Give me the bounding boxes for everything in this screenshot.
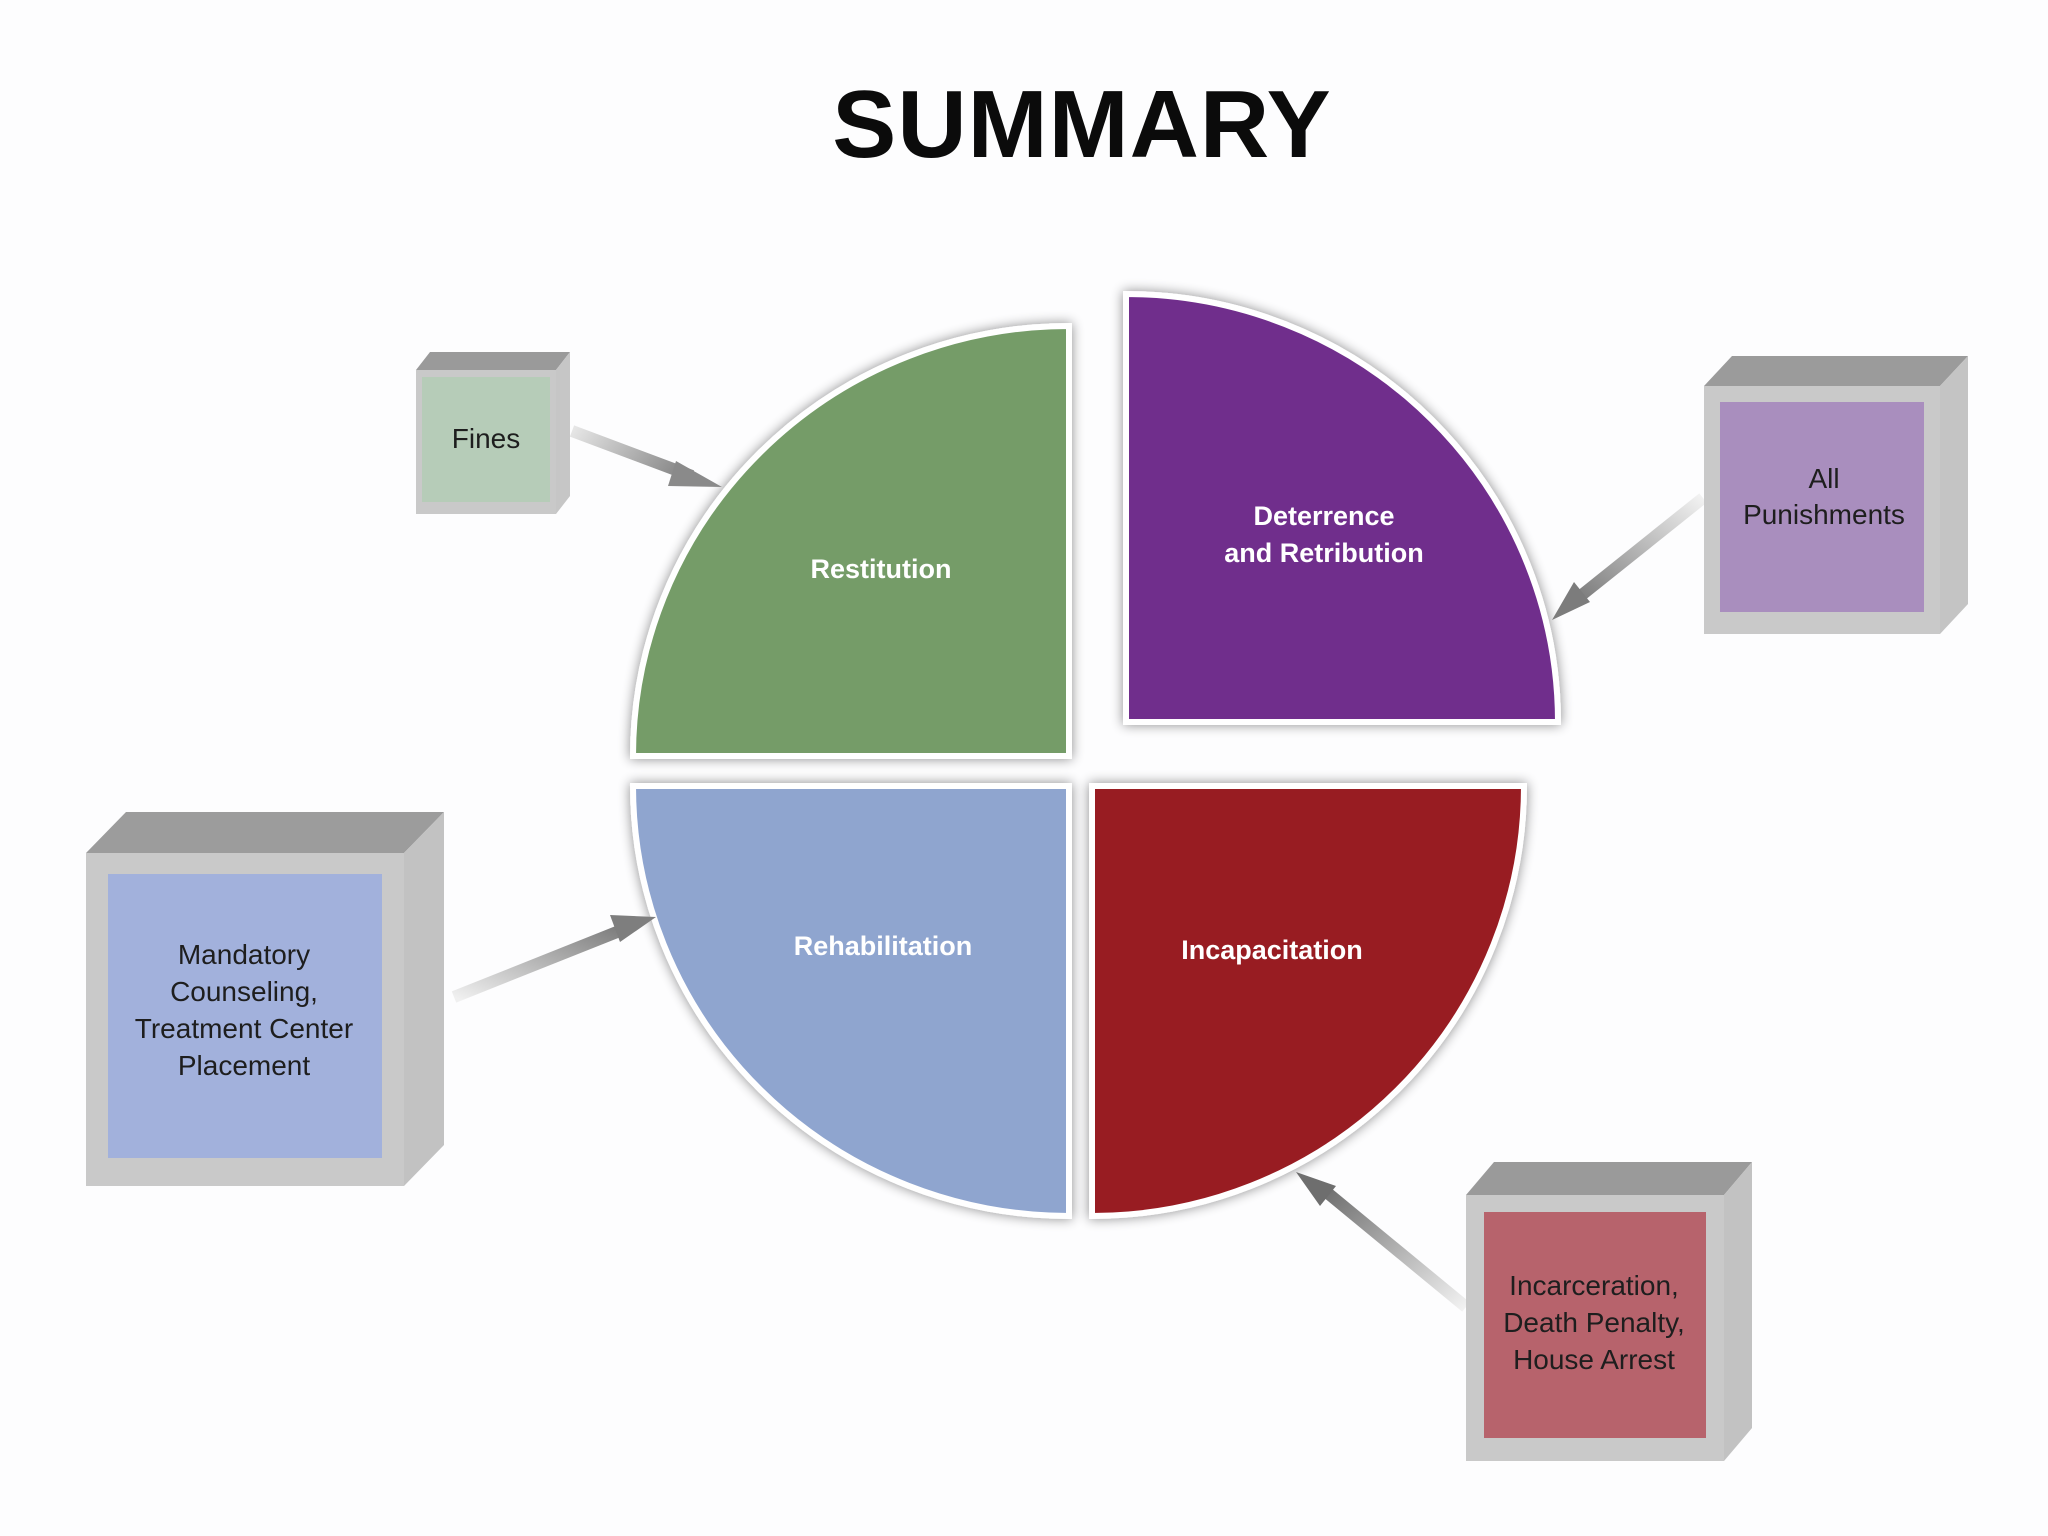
counseling-label-line4: Placement	[178, 1050, 311, 1081]
counseling-label-line2: Counseling,	[170, 976, 318, 1007]
arrow-counseling-to-rehabilitation	[451, 915, 656, 1003]
punishments-label-line2: Punishments	[1743, 499, 1905, 530]
restitution-quadrant	[629, 322, 1072, 759]
counseling-label-line1: Mandatory	[178, 939, 310, 970]
incarceration-label-line1: Incarceration,	[1509, 1270, 1679, 1301]
arrow-incarceration-to-incapacitation	[1296, 1172, 1470, 1312]
restitution-shape	[629, 322, 1072, 759]
fines-label: Fines	[452, 423, 520, 454]
punishments-box: All Punishments	[1704, 356, 1968, 634]
rehabilitation-shape	[629, 783, 1072, 1220]
deterrence-quadrant	[1123, 290, 1562, 725]
fines-box: Fines	[416, 352, 570, 514]
incapacitation-quadrant	[1089, 783, 1528, 1220]
rehabilitation-label: Rehabilitation	[794, 931, 973, 961]
arrow-fines-to-restitution	[569, 425, 722, 487]
incarceration-label-line3: House Arrest	[1513, 1344, 1675, 1375]
punishments-label-line1: All	[1808, 463, 1839, 494]
page-title: SUMMARY	[832, 71, 1332, 178]
arrow-punishments-to-deterrence	[1552, 493, 1707, 620]
incarceration-box: Incarceration, Death Penalty, House Arre…	[1466, 1162, 1752, 1461]
incapacitation-shape	[1089, 783, 1528, 1220]
incarceration-label-line2: Death Penalty,	[1503, 1307, 1685, 1338]
deterrence-shape	[1123, 290, 1562, 725]
counseling-box: Mandatory Counseling, Treatment Center P…	[86, 812, 444, 1186]
deterrence-label-line2: and Retribution	[1224, 538, 1423, 568]
rehabilitation-quadrant	[629, 783, 1072, 1220]
restitution-label: Restitution	[811, 554, 952, 584]
counseling-label-line3: Treatment Center	[135, 1013, 353, 1044]
incapacitation-label: Incapacitation	[1181, 935, 1363, 965]
deterrence-label-line1: Deterrence	[1253, 501, 1394, 531]
